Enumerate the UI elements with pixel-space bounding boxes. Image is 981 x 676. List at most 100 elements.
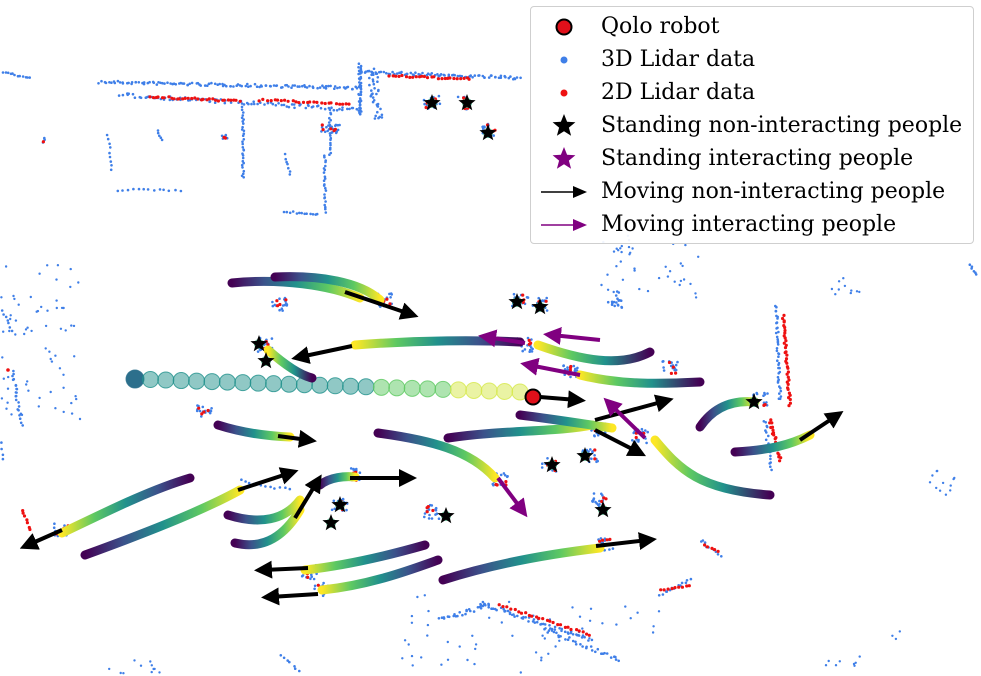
- lidar-3d-point: [55, 299, 58, 302]
- lidar-3d-point: [179, 189, 183, 193]
- lidar-3d-point: [779, 386, 782, 390]
- legend-label: 3D Lidar data: [601, 47, 756, 72]
- lidar-3d-point: [9, 314, 12, 317]
- lidar-3d-point: [391, 70, 394, 74]
- lidar-3d-point: [679, 279, 683, 283]
- lidar-2d-point: [558, 623, 563, 627]
- lidar-3d-point: [852, 662, 856, 666]
- lidar-3d-point: [18, 417, 22, 421]
- lidar-2d-point: [783, 328, 787, 333]
- lidar-3d-point: [30, 329, 33, 333]
- lidar-2d-point: [783, 346, 788, 350]
- lidar-2d-point: [581, 630, 585, 634]
- lidar-3d-point: [293, 665, 296, 668]
- lidar-3d-point: [507, 600, 511, 604]
- lidar-3d-point: [73, 355, 76, 358]
- lidar-3d-point: [777, 355, 780, 359]
- lidar-3d-point: [585, 646, 588, 650]
- lidar-3d-point: [110, 81, 113, 84]
- lidar-3d-point: [137, 187, 141, 191]
- lidar-3d-point: [1, 453, 5, 457]
- lidar-3d-point: [403, 639, 407, 642]
- lidar-3d-point: [374, 72, 378, 76]
- lidar-3d-point: [203, 84, 207, 87]
- lidar-2d-point: [291, 99, 295, 103]
- lidar-2d-point: [177, 97, 181, 101]
- lidar-3d-point: [44, 324, 48, 328]
- lidar-3d-point: [540, 656, 543, 659]
- lidar-3d-point: [936, 469, 939, 473]
- lidar-3d-point: [543, 623, 547, 626]
- lidar-3d-point: [161, 81, 164, 85]
- lidar-3d-point: [296, 85, 300, 88]
- standing-non-interacting-star: [745, 393, 763, 410]
- lidar-3d-point: [210, 407, 213, 410]
- lidar-3d-point: [481, 600, 485, 604]
- standing-non-interacting-star: [508, 293, 526, 310]
- lidar-3d-point: [11, 374, 14, 378]
- lidar-3d-point: [11, 72, 14, 75]
- lidar-3d-point: [150, 670, 153, 674]
- lidar-3d-point: [291, 210, 295, 213]
- lidar-3d-point: [575, 633, 578, 636]
- lidar-3d-point: [678, 283, 681, 287]
- lidar-3d-point: [703, 541, 707, 544]
- lidar-3d-point: [196, 404, 199, 407]
- qolo-robot-marker: [524, 388, 542, 406]
- lidar-3d-point: [74, 395, 77, 398]
- lidar-3d-point: [295, 212, 299, 215]
- moving-non-interacting-arrow: [798, 411, 844, 442]
- lidar-2d-point: [436, 77, 440, 81]
- lidar-3d-point: [461, 613, 464, 617]
- lidar-3d-point: [559, 635, 562, 638]
- lidar-3d-point: [974, 273, 978, 276]
- standing-non-interacting-star: [531, 298, 549, 315]
- lidar-3d-point: [589, 448, 592, 451]
- lidar-3d-point: [834, 293, 837, 296]
- lidar-2d-point: [452, 76, 456, 81]
- lidar-3d-point: [240, 163, 244, 167]
- trajectory: [317, 555, 443, 595]
- lidar-3d-point: [351, 106, 355, 110]
- lidar-3d-point: [554, 645, 557, 648]
- lidar-3d-point: [322, 581, 325, 585]
- lidar-2d-point: [773, 437, 777, 441]
- lidar-3d-point: [372, 82, 376, 86]
- lidar-3d-point: [278, 308, 281, 312]
- lidar-3d-point: [13, 73, 16, 77]
- lidar-2d-point: [785, 353, 789, 357]
- lidar-3d-point: [359, 91, 363, 94]
- lidar-3d-point: [278, 486, 282, 489]
- lidar-3d-point: [7, 321, 10, 325]
- lidar-2d-point: [257, 99, 261, 103]
- lidar-2d-point: [162, 96, 166, 100]
- lidar-3d-point: [427, 609, 430, 613]
- lidar-2d-point: [266, 99, 270, 103]
- lidar-2d-point: [786, 366, 790, 370]
- lidar-3d-point: [414, 71, 417, 74]
- lidar-3d-point: [434, 513, 437, 516]
- lidar-3d-point: [376, 76, 380, 79]
- lidar-2d-point: [659, 588, 663, 592]
- lidar-2d-point: [524, 611, 528, 615]
- lidar-3d-point: [716, 553, 720, 556]
- lidar-3d-point: [240, 102, 244, 105]
- lidar-2d-point: [315, 100, 319, 104]
- movement-arrows: [19, 290, 844, 606]
- lidar-3d-point: [323, 196, 326, 200]
- lidar-3d-point: [108, 142, 111, 146]
- lidar-3d-point: [236, 83, 240, 86]
- moving-non-interacting-arrow: [277, 429, 317, 448]
- lidar-3d-point: [593, 454, 596, 457]
- lidar-3d-point: [612, 300, 616, 304]
- lidar-2d-point: [769, 425, 773, 430]
- lidar-3d-point: [631, 439, 634, 442]
- lidar-3d-point: [168, 98, 172, 102]
- lidar-2d-point: [782, 320, 786, 324]
- robot-trail-marker: [372, 378, 390, 396]
- lidar-3d-point: [838, 660, 841, 663]
- lidar-3d-point: [521, 349, 524, 353]
- lidar-3d-point: [357, 62, 361, 65]
- lidar-3d-point: [127, 81, 130, 85]
- lidar-3d-point: [371, 80, 375, 83]
